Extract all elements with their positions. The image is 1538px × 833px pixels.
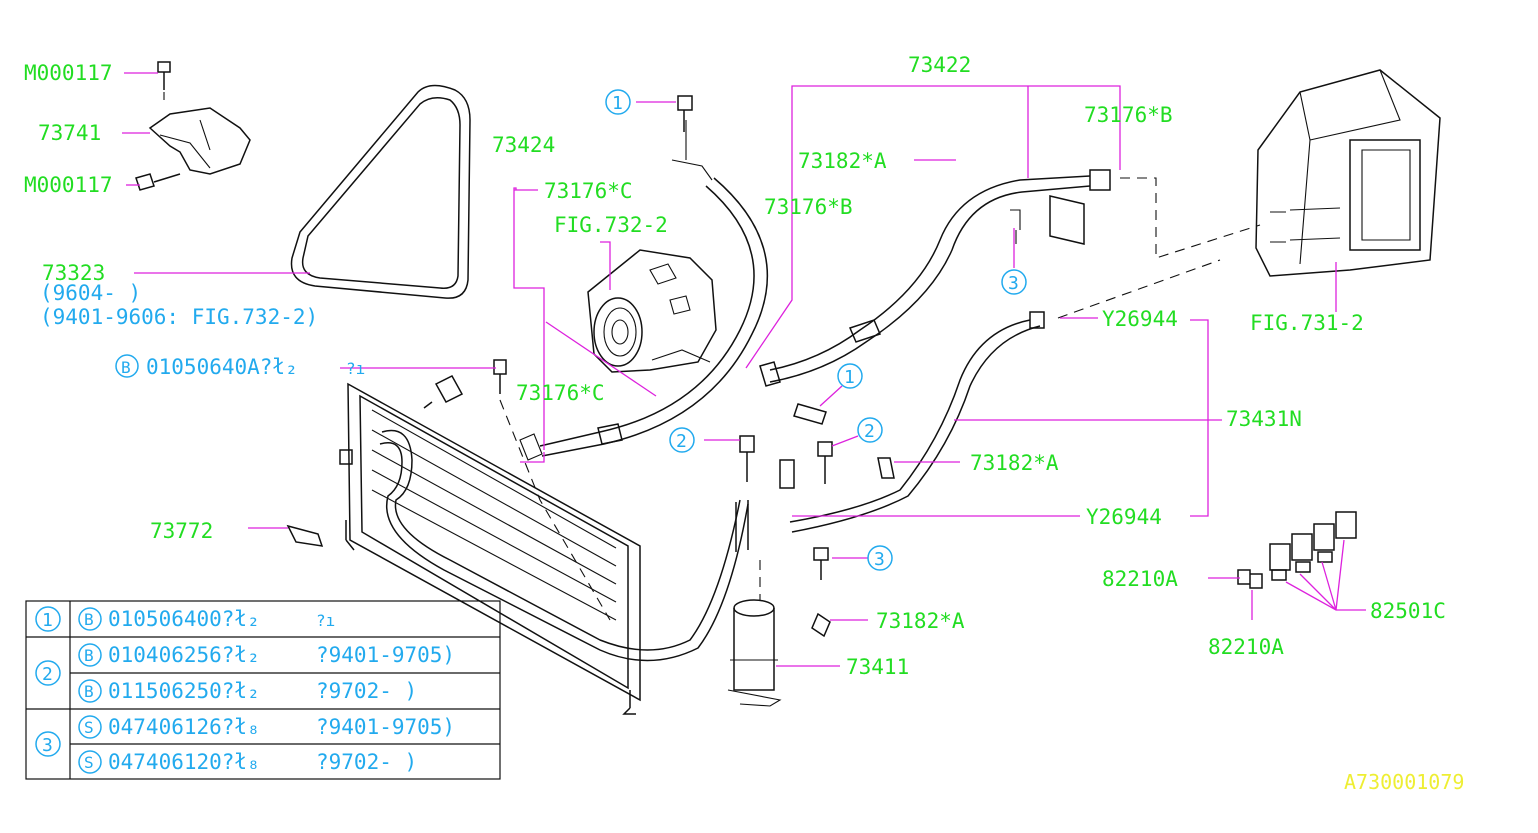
svg-text:2: 2	[42, 664, 53, 685]
relays-drawing	[1237, 511, 1357, 589]
label-73176b-mid: 73176*B	[764, 195, 853, 219]
label-b-bolt-qty: ?ı	[346, 359, 365, 378]
b-callout-circle	[115, 354, 139, 378]
diagram-id-watermark: A730001079	[1344, 770, 1464, 794]
svg-text:B: B	[84, 610, 94, 629]
ref-callout-2-right: 2	[857, 417, 883, 443]
legend-row-1: 1 B 010506400?ł₂ ?ı	[35, 606, 335, 632]
label-73422: 73422	[908, 53, 971, 77]
label-82501c: 82501C	[1370, 599, 1446, 623]
legend-table: 1 B 010506400?ł₂ ?ı 2 B 010406256?ł₂ ?94…	[25, 600, 501, 780]
legend-row-3: B 011506250?ł₂ ?9702- )	[78, 679, 417, 703]
legend-row-5: S 047406120?ł₈ ?9702- )	[78, 750, 417, 774]
legend-code-2: 010406256?ł₂	[108, 643, 260, 667]
legend-row-4: 3 S 047406126?ł₈ ?9401-9705)	[35, 715, 455, 757]
svg-text:B: B	[84, 646, 94, 665]
svg-text:S: S	[84, 753, 94, 772]
svg-text:3: 3	[1008, 273, 1019, 294]
bracket-73741-drawing	[135, 61, 251, 191]
legend-range-1: ?ı	[316, 611, 335, 630]
legend-range-2: ?9401-9705)	[316, 643, 455, 667]
label-y26944-top: Y26944	[1102, 307, 1178, 331]
svg-text:2: 2	[676, 431, 687, 452]
label-73424: 73424	[492, 133, 555, 157]
label-73323: 73323	[42, 261, 105, 285]
label-73176c-top: 73176*C	[544, 179, 633, 203]
label-73431n: 73431N	[1226, 407, 1302, 431]
label-73182a-top: 73182*A	[798, 149, 887, 173]
svg-text:3: 3	[42, 735, 53, 756]
svg-text:1: 1	[612, 93, 623, 114]
label-y26944-low: Y26944	[1086, 505, 1162, 529]
label-73323-note-1: (9604- )	[40, 281, 141, 305]
label-82210a-top: 82210A	[1102, 567, 1178, 591]
legend-row-2: 2 B 010406256?ł₂ ?9401-9705)	[35, 643, 455, 686]
legend-range-4: ?9401-9705)	[316, 715, 455, 739]
label-73176c-low: 73176*C	[516, 381, 605, 405]
label-73772: 73772	[150, 519, 213, 543]
label-73323-note-2: (9401-9606: FIG.732-2)	[40, 305, 318, 329]
pad-73772-drawing	[286, 524, 324, 547]
label-82210a-bottom: 82210A	[1208, 635, 1284, 659]
ref-callout-1-top: 1	[605, 89, 631, 115]
label-73182a-mid: 73182*A	[970, 451, 1059, 475]
ref-callout-3-low: 3	[867, 545, 893, 571]
pipe-73431n-drawing	[789, 259, 1221, 533]
compressor-drawing	[587, 95, 717, 373]
label-73182a-low: 73182*A	[876, 609, 965, 633]
ref-callout-3-top: 3	[1001, 269, 1027, 295]
legend-range-3: ?9702- )	[316, 679, 417, 703]
svg-text:S: S	[84, 718, 94, 737]
ref-callout-1-mid: 1	[837, 363, 863, 389]
legend-range-5: ?9702- )	[316, 750, 417, 774]
b-callout-letter: B	[121, 358, 131, 377]
svg-text:2: 2	[864, 421, 875, 442]
svg-text:1: 1	[844, 367, 855, 388]
hose-73422-drawing	[759, 169, 1261, 425]
hose-73424-drawing	[519, 177, 769, 461]
label-m000117-bottom: M000117	[24, 173, 113, 197]
label-73741: 73741	[38, 121, 101, 145]
label-m000117-top: M000117	[24, 61, 113, 85]
legend-code-1: 010506400?ł₂	[108, 607, 260, 631]
legend-code-4: 047406126?ł₈	[108, 715, 260, 739]
receiver-drier-drawing	[727, 435, 833, 707]
svg-text:3: 3	[874, 549, 885, 570]
evaporator-drawing	[1255, 69, 1441, 277]
svg-text:1: 1	[42, 610, 53, 631]
label-fig-732-2: FIG.732-2	[554, 213, 668, 237]
label-fig-731-2: FIG.731-2	[1250, 311, 1364, 335]
belt-73323-drawing	[290, 84, 471, 299]
svg-text:B: B	[84, 682, 94, 701]
ref-callout-2-left: 2	[669, 427, 695, 453]
legend-code-5: 047406120?ł₈	[108, 750, 260, 774]
label-73176b-right: 73176*B	[1084, 103, 1173, 127]
condenser-drawing	[339, 359, 749, 715]
leader-lines	[122, 72, 1366, 667]
label-73411: 73411	[846, 655, 909, 679]
legend-code-3: 011506250?ł₂	[108, 679, 260, 703]
label-b-bolt-code: 01050640A?ł₂	[146, 355, 298, 379]
